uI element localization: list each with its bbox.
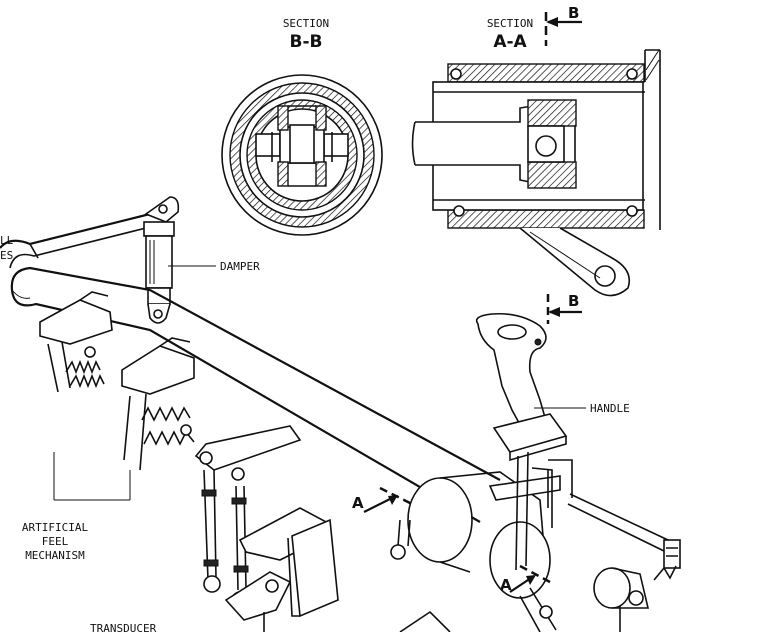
mechanism-assembly [0, 196, 681, 632]
section-a-a-caption: SECTION [487, 17, 533, 30]
damper-label: DAMPER [220, 260, 260, 273]
cut-letter-b-lower: B [568, 292, 579, 310]
clipped-label-line-2: LL [0, 234, 14, 247]
section-a-a-title: A-A [493, 32, 527, 52]
transducer-label: TRANSDUCER [90, 622, 157, 632]
cut-mark-b-top [544, 12, 582, 46]
cut-mark-a-left [363, 486, 413, 513]
section-b-b-caption: SECTION [283, 17, 329, 30]
clipped-label-line-3: ES [0, 249, 13, 262]
artificial-feel-label-line-3: MECHANISM [25, 549, 85, 562]
cut-letter-a-left: A [352, 494, 364, 512]
cut-mark-b-lower [546, 294, 582, 324]
cut-mark-a-right [509, 564, 551, 593]
artificial-feel-label-line-1: ARTIFICIAL [22, 521, 89, 534]
cut-letter-a-right: A [500, 576, 512, 594]
section-b-b-title: B-B [290, 32, 323, 52]
section-a-a-view [411, 49, 661, 297]
section-b-b-view [221, 74, 383, 236]
handle-label: HANDLE [590, 402, 630, 415]
artificial-feel-label-line-2: FEEL [42, 535, 69, 548]
cut-letter-b-top: B [568, 4, 579, 22]
